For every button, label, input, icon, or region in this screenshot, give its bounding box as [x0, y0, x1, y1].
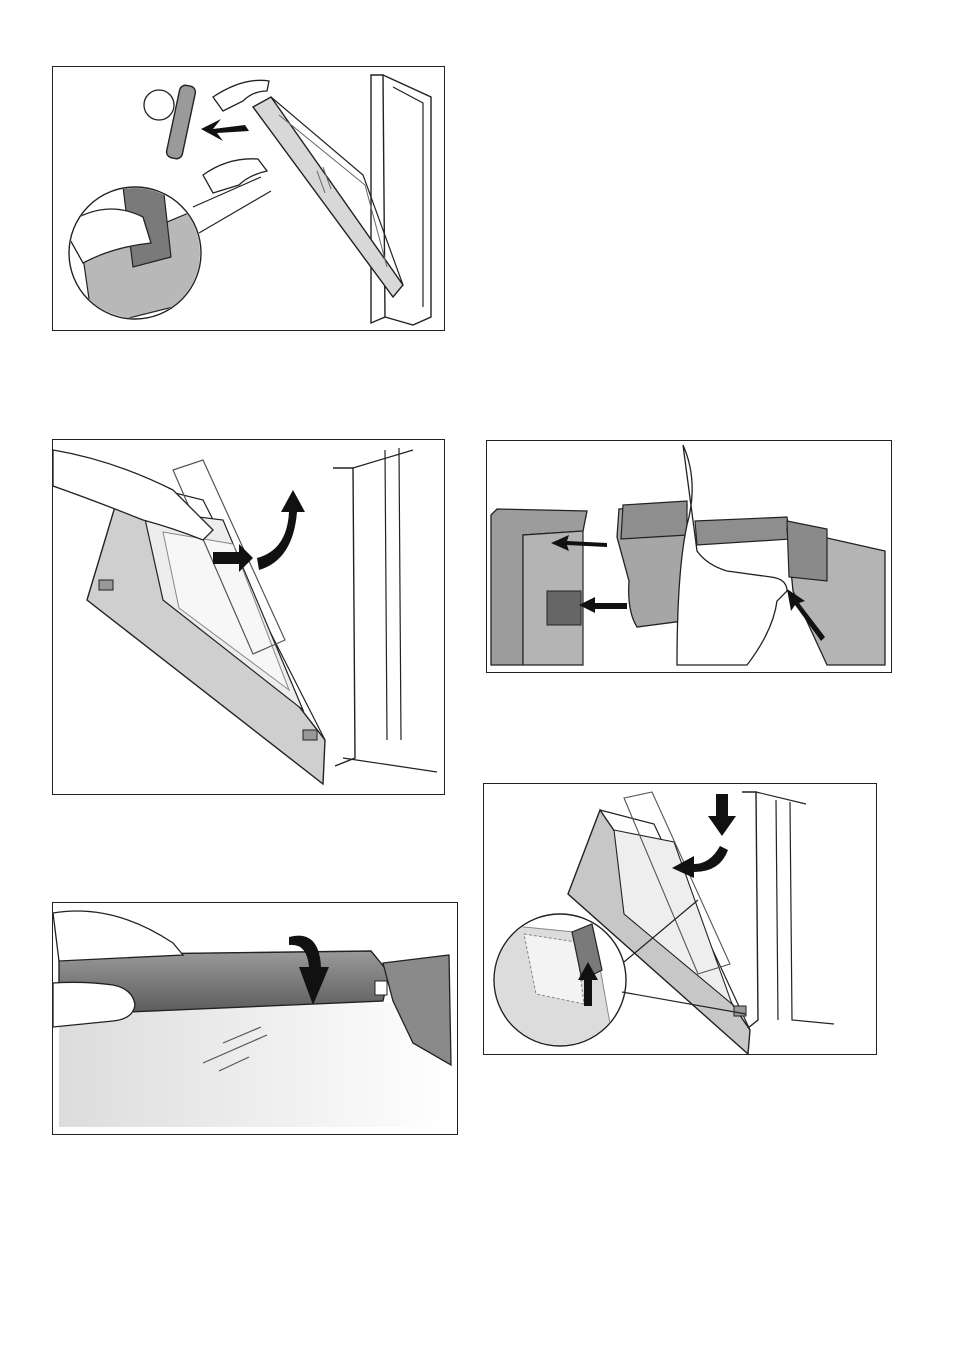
pane-holders-illustration: [487, 441, 891, 672]
door-strip-illustration: [53, 67, 444, 330]
figure-pane-holders: [486, 440, 892, 673]
figure-press-strip: [52, 902, 458, 1135]
press-strip-illustration: [53, 903, 457, 1134]
inner-pane-illustration: [53, 440, 444, 794]
reinsert-pane-illustration: [484, 784, 876, 1054]
figure-reinsert-pane: [483, 783, 877, 1055]
figure-lift-inner-pane: [52, 439, 445, 795]
figure-remove-door-strip: [52, 66, 445, 331]
